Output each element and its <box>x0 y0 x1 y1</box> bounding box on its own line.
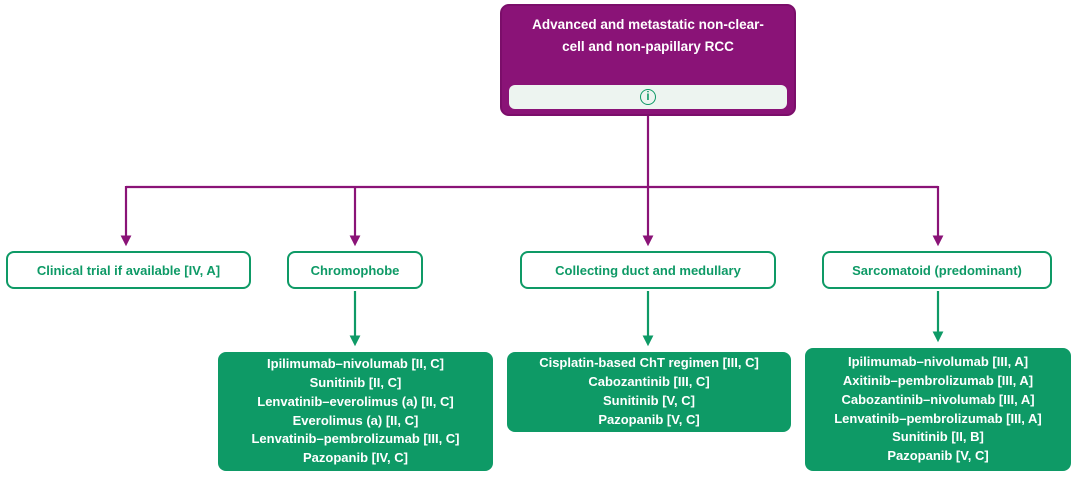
treatments-sarcomatoid: Ipilimumab–nivolumab [III, A] Axitinib–p… <box>805 348 1071 471</box>
treatment-item: Sunitinib [II, B] <box>892 429 984 445</box>
node-chromophobe: Chromophobe <box>287 251 423 289</box>
treatment-item: Pazopanib [IV, C] <box>303 450 408 466</box>
treatment-item: Lenvatinib–everolimus (a) [II, C] <box>257 393 454 409</box>
treatment-item: Everolimus (a) [II, C] <box>292 412 419 428</box>
treatment-item: Cabozantinib–nivolumab [III, A] <box>841 391 1035 407</box>
node-sarcomatoid: Sarcomatoid (predominant) <box>822 251 1052 289</box>
treatment-item: Sunitinib [II, C] <box>309 374 402 390</box>
treatment-item: Cabozantinib [III, C] <box>588 374 710 390</box>
treatment-item: Cisplatin-based ChT regimen [III, C] <box>539 355 759 371</box>
treatment-item: Sunitinib [V, C] <box>603 393 695 408</box>
treatment-item: Pazopanib [V, C] <box>598 411 700 427</box>
treatment-item: Lenvatinib–pembrolizumab [III, C] <box>251 431 460 447</box>
treatment-item: Axitinib–pembrolizumab [III, A] <box>842 372 1034 388</box>
root-node: Advanced and metastatic non-clear-cell a… <box>500 4 796 116</box>
treatment-item: Pazopanib [V, C] <box>887 448 989 464</box>
treatment-item: Ipilimumab–nivolumab [III, A] <box>847 353 1029 369</box>
info-button[interactable]: i <box>509 85 787 109</box>
info-icon[interactable]: i <box>640 89 656 105</box>
treatments-collecting-duct: Cisplatin-based ChT regimen [III, C] Cab… <box>507 352 791 432</box>
treatment-item: Lenvatinib–pembrolizumab [III, A] <box>834 410 1042 426</box>
treatments-chromophobe: Ipilimumab–nivolumab [II, C] Sunitinib [… <box>218 352 493 471</box>
node-clinical-trial: Clinical trial if available [IV, A] <box>6 251 251 289</box>
root-node-title: Advanced and metastatic non-clear-cell a… <box>532 17 764 54</box>
treatment-item: Ipilimumab–nivolumab [II, C] <box>267 355 444 371</box>
node-collecting-duct: Collecting duct and medullary <box>520 251 776 289</box>
